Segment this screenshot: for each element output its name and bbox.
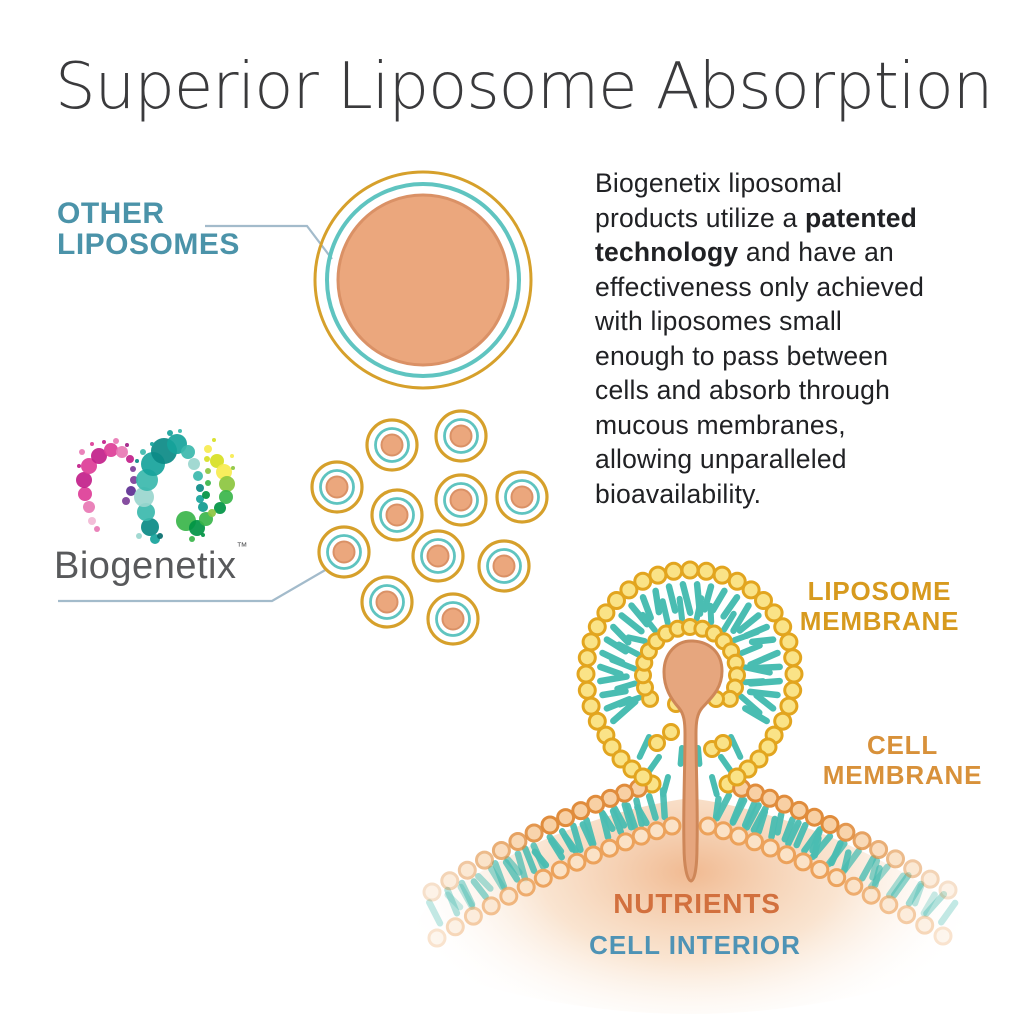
nutrient-droplet: [662, 639, 724, 883]
cell-interior-label: CELL INTERIOR: [589, 930, 801, 960]
cell-membrane-illustration: [422, 774, 959, 948]
other-liposomes-connector-line: [205, 224, 333, 260]
big-liposome-illustration: [313, 170, 533, 390]
biogenetix-wordmark: Biogenetix™: [54, 541, 247, 588]
cell-interior-glow: [414, 798, 966, 1014]
absorption-diagram: [414, 560, 966, 1014]
intro-paragraph: Biogenetix liposomal products utilize a …: [595, 166, 1015, 511]
intro-text-run: and have an effectiveness only achieved …: [595, 237, 925, 509]
cell-membrane-label: CELL MEMBRANE: [822, 730, 983, 790]
other-liposomes-label: OTHER LIPOSOMES: [57, 197, 240, 261]
biogenetix-wordmark-text: Biogenetix: [54, 545, 237, 587]
nutrients-label: NUTRIENTS: [613, 888, 781, 919]
intro-text-run: patented technology: [595, 202, 918, 268]
biogenetix-logo-dots: [76, 429, 235, 544]
liposome-membrane-label: LIPOSOME MEMBRANE: [799, 576, 960, 636]
small-liposomes-cluster: [310, 409, 549, 646]
biogenetix-connector-line: [58, 568, 328, 603]
trademark-symbol: ™: [236, 541, 248, 553]
page-title: Superior Liposome Absorption: [55, 50, 993, 124]
intro-text-run: Biogenetix liposomal products utilize a: [595, 168, 843, 233]
